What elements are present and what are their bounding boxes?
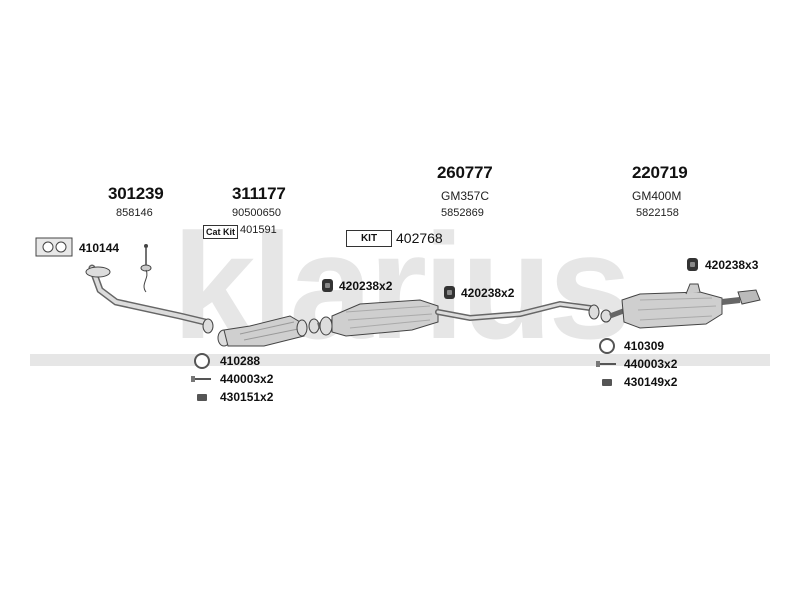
rubber-hanger-icon xyxy=(322,279,333,292)
bolt-icon xyxy=(191,376,211,382)
cat-kit-number: 401591 xyxy=(240,224,277,236)
oe-number: 858146 xyxy=(116,207,153,219)
part-number-311177: 311177 xyxy=(232,184,286,203)
oe-code: GM400M xyxy=(632,189,682,203)
oe-number: 5822158 xyxy=(636,207,679,219)
part-code-ring: 410309 xyxy=(624,339,665,353)
front-pipe xyxy=(85,264,214,334)
part-code-bolt: 440003x2 xyxy=(624,357,678,371)
oe-code: GM357C xyxy=(441,189,490,203)
part-code-nut: 430149x2 xyxy=(624,375,678,389)
ring-gasket-icon xyxy=(599,338,615,354)
rubber-hanger-icon xyxy=(444,286,455,299)
part-code-ring: 410288 xyxy=(220,354,261,368)
kit-number: 402768 xyxy=(396,230,443,246)
part-code-nut: 430151x2 xyxy=(220,390,274,404)
part-code-gasket: 410144 xyxy=(79,241,120,255)
part-code-bolt: 440003x2 xyxy=(220,372,274,386)
watermark-underline xyxy=(30,354,770,366)
part-number-260777: 260777 xyxy=(437,163,493,182)
oe-number: 90500650 xyxy=(232,207,281,219)
intermediate-pipe xyxy=(435,300,600,322)
oe-number: 5852869 xyxy=(441,207,484,219)
ring-gasket-icon xyxy=(194,353,210,369)
cat-kit-badge: Cat Kit xyxy=(203,225,238,239)
gasket-icon xyxy=(35,237,73,257)
bolt-icon xyxy=(596,361,616,367)
nut-icon xyxy=(197,394,207,401)
catalytic-converter xyxy=(217,315,308,347)
part-code-hanger: 420238x2 xyxy=(461,286,515,300)
part-number-220719: 220719 xyxy=(632,163,688,182)
part-number-301239: 301239 xyxy=(108,184,164,203)
part-code-hanger: 420238x3 xyxy=(705,258,759,272)
rubber-hanger-icon xyxy=(687,258,698,271)
lambda-sensor-icon xyxy=(140,244,152,293)
middle-silencer xyxy=(308,299,439,337)
kit-badge: KIT xyxy=(346,230,392,247)
nut-icon xyxy=(602,379,612,386)
rear-silencer xyxy=(600,283,761,329)
part-code-hanger: 420238x2 xyxy=(339,279,393,293)
